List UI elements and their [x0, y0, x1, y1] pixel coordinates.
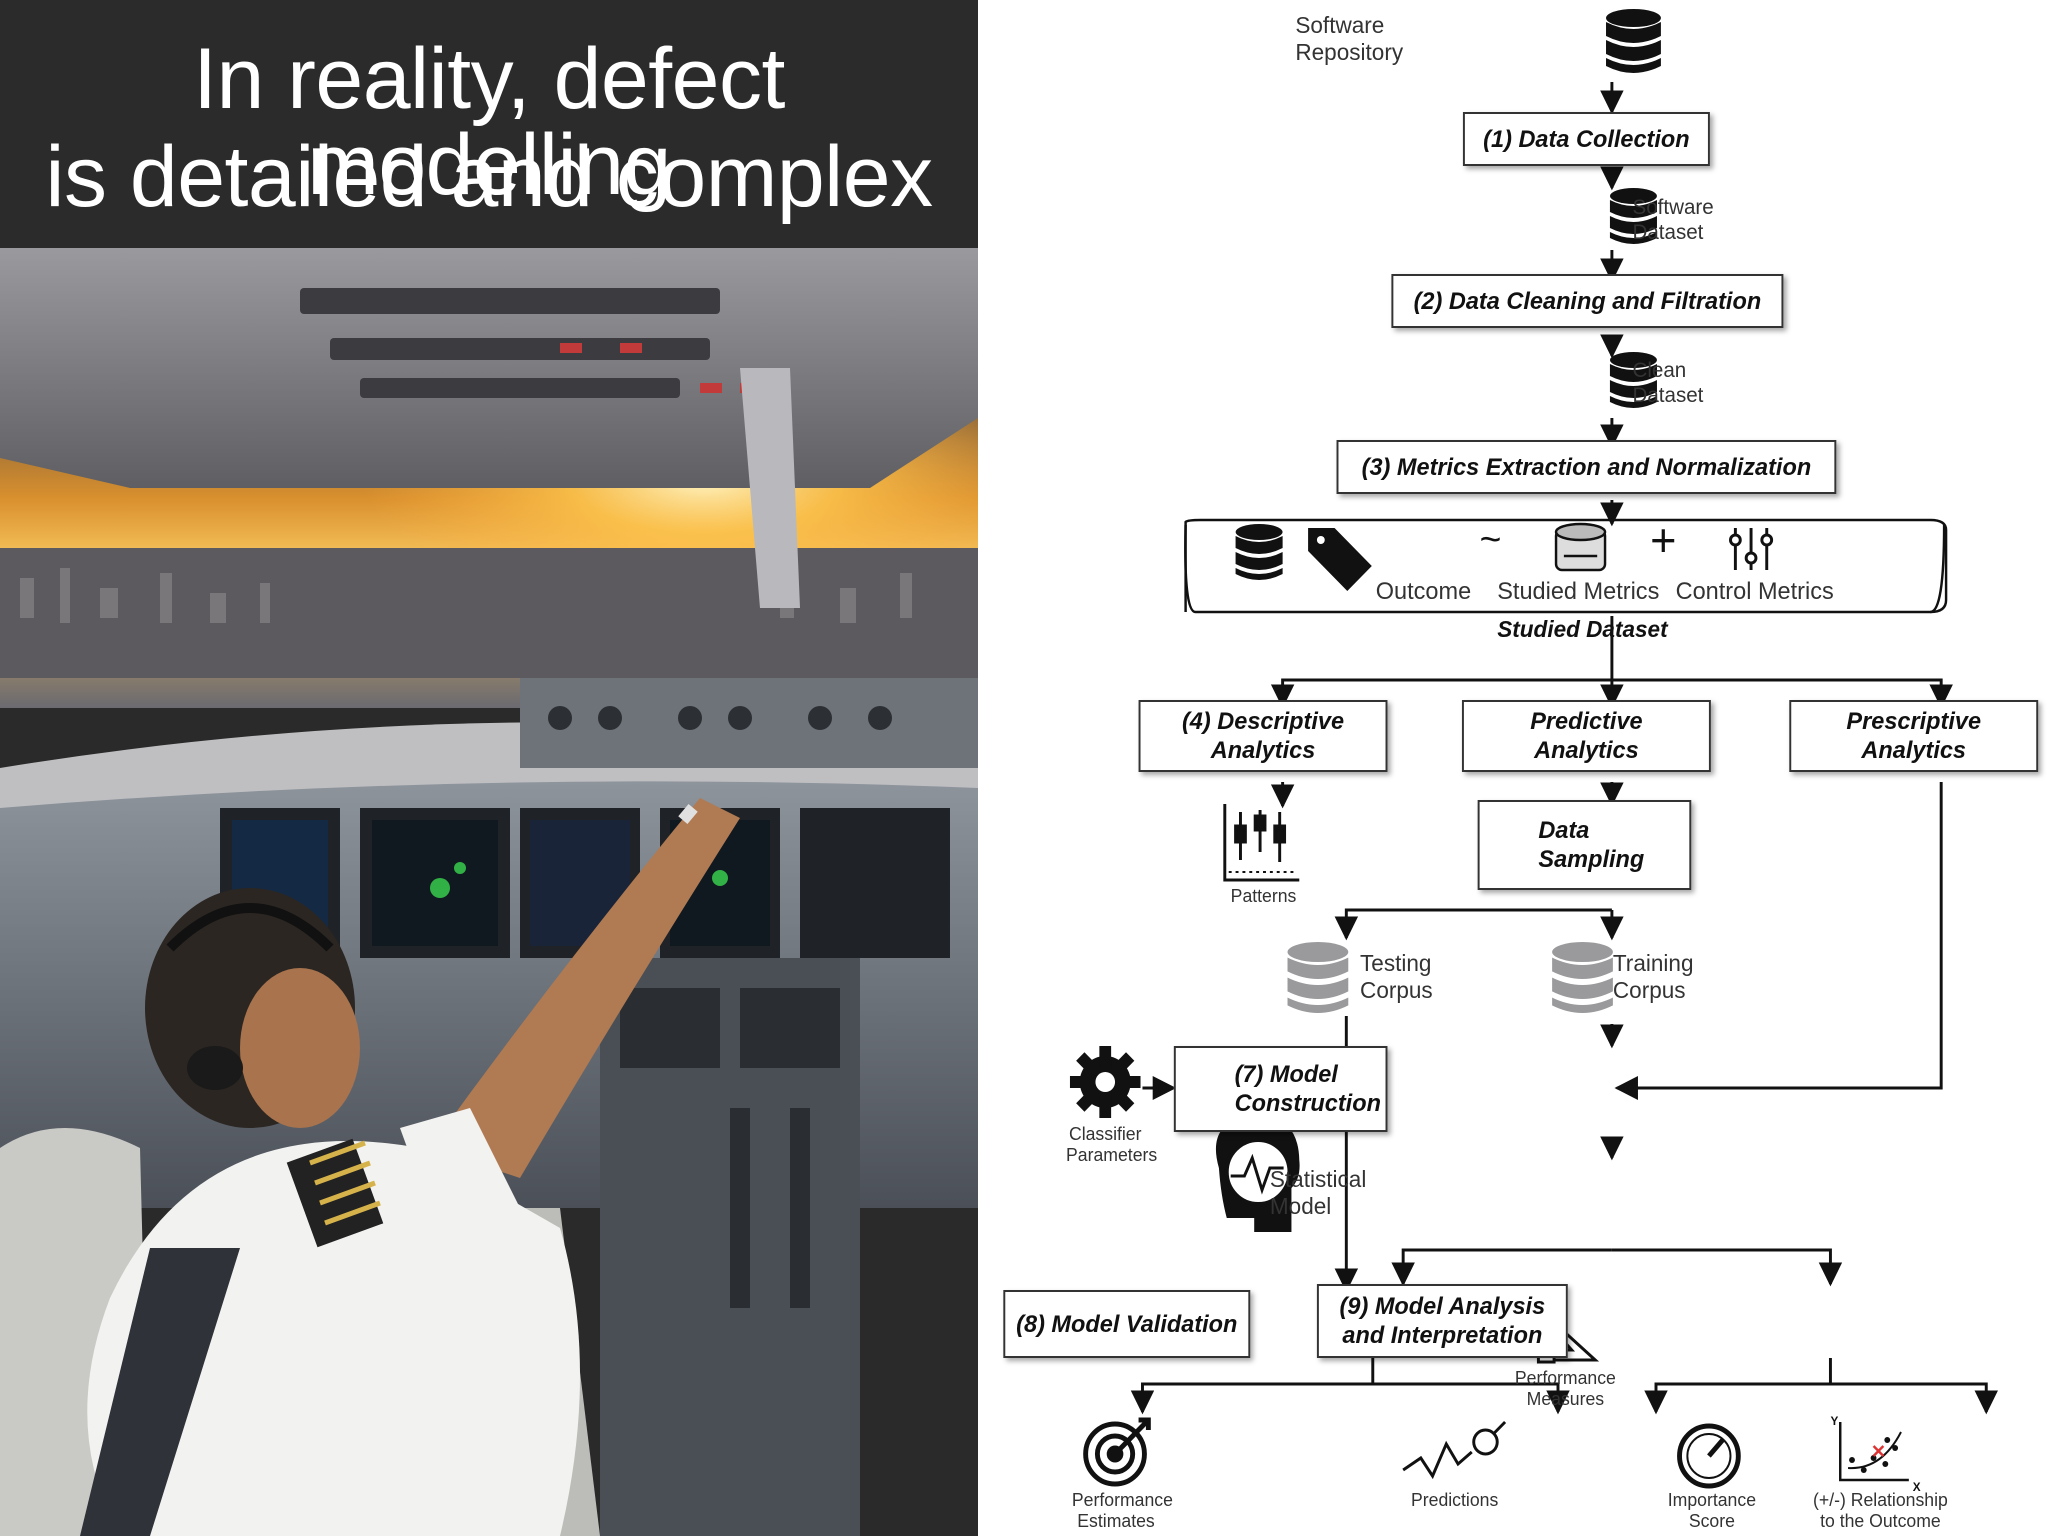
classifier-parameters-line1: Classifier — [1068, 1124, 1142, 1144]
training-corpus-line1: Training — [1612, 950, 1694, 976]
data-sampling-line1: Data — [1538, 817, 1590, 844]
clean-dataset-line2: Dataset — [1632, 384, 1704, 407]
relationship-line1: (+/-) Relationship — [1813, 1490, 1948, 1510]
software-dataset-line2: Dataset — [1632, 221, 1704, 244]
data-sampling-line2: Sampling — [1538, 846, 1645, 873]
performance-measures-line2: Measures — [1526, 1389, 1605, 1409]
classifier-parameters-label: Classifier Parameters — [1066, 1124, 1158, 1166]
performance-estimates-line2: Estimates — [1077, 1511, 1155, 1531]
step8-model-validation: (8) Model Validation — [1003, 1290, 1251, 1358]
axis-x-label: X — [1912, 1480, 1921, 1494]
testing-corpus-line1: Testing — [1360, 950, 1432, 976]
software-dataset-label: Software Dataset — [1632, 195, 1713, 245]
performance-measures-line1: Performance — [1514, 1368, 1616, 1388]
statistical-model-line2: Model — [1269, 1193, 1332, 1219]
step3-metrics-extraction: (3) Metrics Extraction and Normalization — [1336, 440, 1837, 494]
predictive-line2: Analytics — [1534, 737, 1639, 764]
diagram-connectors — [1069, 9, 1999, 1489]
step2-data-cleaning: (2) Data Cleaning and Filtration — [1391, 274, 1784, 328]
step7-line1: (7) Model — [1234, 1061, 1338, 1088]
plus-symbol: + — [1650, 514, 1677, 566]
title-band: In reality, defect modelling is detailed… — [0, 0, 978, 248]
relationship-label: (+/-) Relationship to the Outcome — [1807, 1490, 1954, 1532]
cockpit-photo — [0, 248, 978, 1536]
predictive-line1: Predictive — [1530, 708, 1643, 735]
clean-dataset-line1: Clean — [1632, 359, 1687, 382]
importance-score-line1: Importance — [1667, 1490, 1757, 1510]
statistical-model-line1: Statistical — [1269, 1166, 1367, 1192]
step9-line2: and Interpretation — [1342, 1322, 1543, 1349]
studied-dataset-label: Studied Dataset — [1497, 616, 1668, 642]
step4-line2: Analytics — [1210, 737, 1316, 764]
step9-line1: (9) Model Analysis — [1339, 1293, 1546, 1320]
training-corpus-label: Training Corpus — [1613, 950, 1694, 1004]
software-repository-label: Software Repository — [1295, 12, 1403, 66]
prescriptive-line2: Analytics — [1861, 737, 1967, 764]
prescriptive-line1: Prescriptive — [1846, 708, 1982, 735]
training-corpus-line2: Corpus — [1612, 977, 1686, 1003]
axis-y-label: Y — [1830, 1414, 1839, 1428]
step4-line1: (4) Descriptive — [1181, 708, 1345, 735]
outcome-label: Outcome — [1375, 578, 1472, 605]
slide-title-line1: In reality, defect modelling — [193, 31, 785, 213]
classifier-parameters-line2: Parameters — [1066, 1145, 1158, 1165]
tilde-symbol: ~ — [1479, 519, 1502, 561]
statistical-model-label: Statistical Model — [1270, 1166, 1366, 1220]
left-panel: In reality, defect modelling is detailed… — [0, 0, 978, 1536]
clean-dataset-label: Clean Dataset — [1632, 358, 1703, 408]
testing-corpus-line2: Corpus — [1360, 977, 1433, 1003]
performance-estimates-line1: Performance — [1071, 1490, 1173, 1510]
software-dataset-line1: Software — [1632, 196, 1714, 219]
database-icon — [1606, 9, 1661, 73]
predictions-label: Predictions — [1411, 1490, 1499, 1510]
slide-title-line2: is detailed and complex — [45, 129, 933, 225]
performance-estimates-label: Performance Estimates — [1071, 1490, 1173, 1532]
testing-corpus-label: Testing Corpus — [1360, 950, 1433, 1004]
control-metrics-label: Control Metrics — [1675, 578, 1834, 605]
software-repository-line2: Repository — [1295, 39, 1404, 65]
relationship-line2: to the Outcome — [1820, 1511, 1941, 1531]
importance-score-label: Importance Score — [1668, 1490, 1756, 1532]
software-repository-line1: Software — [1295, 12, 1385, 38]
importance-score-line2: Score — [1688, 1511, 1735, 1531]
patterns-label: Patterns — [1230, 886, 1297, 906]
step1-data-collection: (1) Data Collection — [1462, 112, 1710, 166]
defect-modelling-diagram: Software Repository (1) Data Collection … — [1003, 0, 2048, 1536]
performance-measures-label: Performance Measures — [1515, 1368, 1616, 1410]
step7-line2: Construction — [1234, 1090, 1381, 1117]
studied-metrics-label: Studied Metrics — [1497, 578, 1660, 605]
